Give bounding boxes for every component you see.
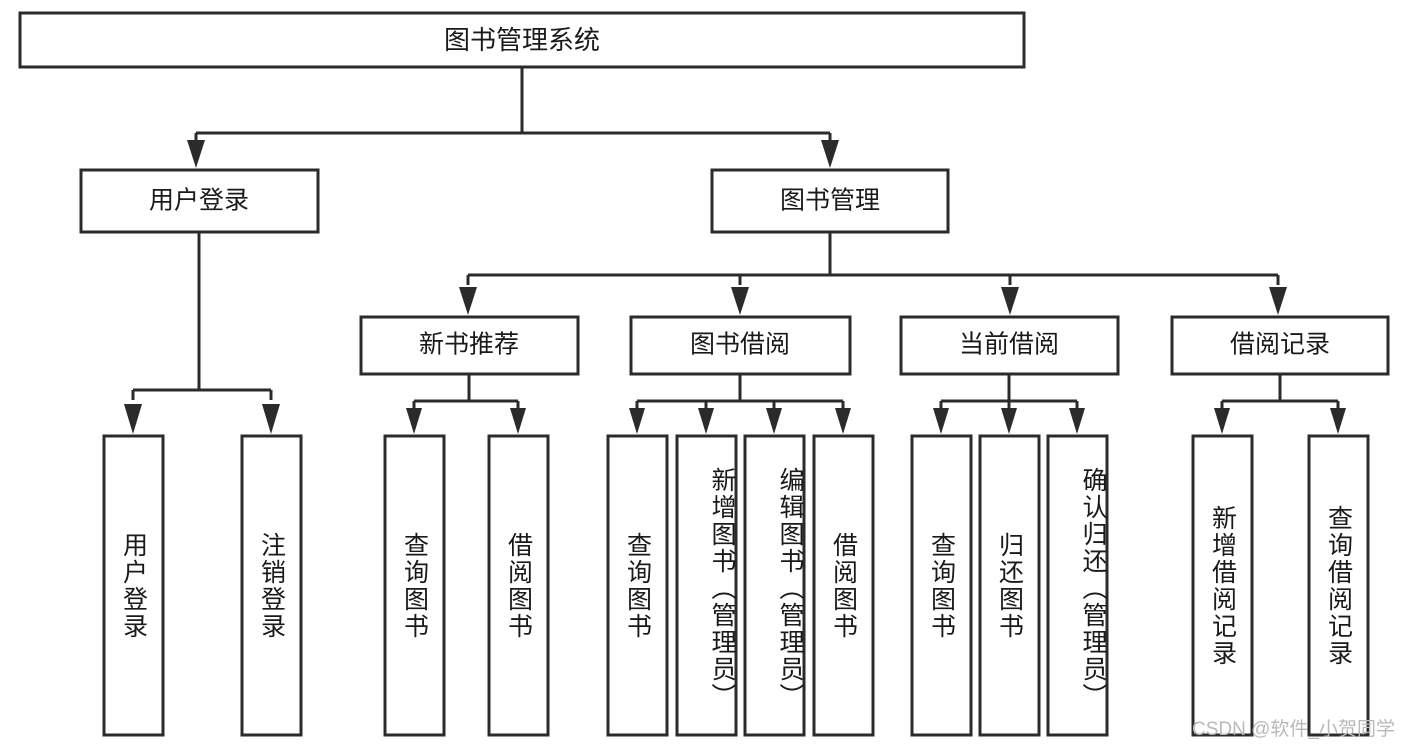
arrow-to-leaf-user-login [124, 404, 142, 434]
new-book-recommend-box [359, 315, 580, 376]
arrow-bb-leaf-2 [698, 408, 714, 434]
leaf-box-br-1[interactable] [1191, 434, 1254, 737]
current-borrow-box [899, 315, 1120, 376]
borrow-record-label: 借阅记录 [1230, 331, 1330, 359]
arrow-cb-leaf-1 [933, 408, 949, 434]
arrow-to-book-borrow [731, 287, 749, 315]
connector-borrow-record-to-leaves [1214, 374, 1346, 434]
leaf-box-bb-4[interactable] [812, 434, 875, 737]
node-book-borrow[interactable]: 图书借阅 [629, 315, 852, 376]
arrow-nbr-leaf-2 [510, 408, 526, 434]
connector-user-login-to-leaves [124, 232, 280, 434]
connector-book-manage-to-level3 [459, 232, 1287, 315]
node-book-manage[interactable]: 图书管理 [710, 168, 950, 234]
connector-current-borrow-to-leaves [933, 374, 1085, 434]
arrow-to-user-login [187, 140, 205, 168]
node-new-book-recommend[interactable]: 新书推荐 [359, 315, 580, 376]
connector-book-borrow-to-leaves [629, 374, 851, 434]
leaf-box-br-2[interactable] [1307, 434, 1370, 737]
root-box [18, 11, 1026, 69]
user-login-box [79, 168, 320, 234]
arrow-bb-leaf-3 [766, 408, 782, 434]
csdn-watermark: CSDN @软件_小贺同学 [1192, 719, 1395, 740]
leaf-box-nbr-2[interactable] [487, 434, 550, 737]
arrow-bb-leaf-1 [629, 408, 645, 434]
arrow-br-leaf-2 [1330, 408, 1346, 434]
connector-root-to-level2 [187, 67, 839, 168]
arrow-to-new-book [459, 287, 477, 315]
node-borrow-record[interactable]: 借阅记录 [1170, 315, 1390, 376]
node-user-login[interactable]: 用户登录 [79, 168, 320, 234]
leaf-box-user-login-1[interactable] [102, 434, 165, 737]
arrow-cb-leaf-3 [1069, 408, 1085, 434]
book-manage-label: 图书管理 [780, 187, 880, 215]
leaf-box-bb-2[interactable] [675, 434, 738, 737]
leaf-box-cb-1[interactable] [910, 434, 973, 737]
leaf-box-bb-1[interactable] [606, 434, 669, 737]
arrow-cb-leaf-2 [1001, 408, 1017, 434]
book-borrow-label: 图书借阅 [690, 331, 790, 359]
root-label: 图书管理系统 [444, 25, 600, 55]
leaf-box-nbr-1[interactable] [383, 434, 446, 737]
new-book-recommend-label: 新书推荐 [419, 331, 519, 359]
node-root[interactable]: 图书管理系统 [18, 11, 1026, 69]
leaf-box-user-login-2[interactable] [240, 434, 303, 737]
user-login-label: 用户登录 [149, 187, 249, 215]
arrow-nbr-leaf-1 [406, 408, 422, 434]
arrow-bb-leaf-4 [835, 408, 851, 434]
node-current-borrow[interactable]: 当前借阅 [899, 315, 1120, 376]
leaf-box-bb-3[interactable] [743, 434, 806, 737]
leaf-box-cb-3[interactable] [1046, 434, 1109, 737]
arrow-br-leaf-1 [1214, 408, 1230, 434]
arrow-to-borrow-record [1269, 287, 1287, 315]
arrow-to-book-manage [821, 140, 839, 168]
arrow-to-leaf-logout [262, 404, 280, 434]
arrow-to-current-borrow [1001, 287, 1019, 315]
leaf-box-cb-2[interactable] [978, 434, 1041, 737]
connector-new-book-to-leaves [406, 374, 526, 434]
current-borrow-label: 当前借阅 [959, 331, 1059, 359]
